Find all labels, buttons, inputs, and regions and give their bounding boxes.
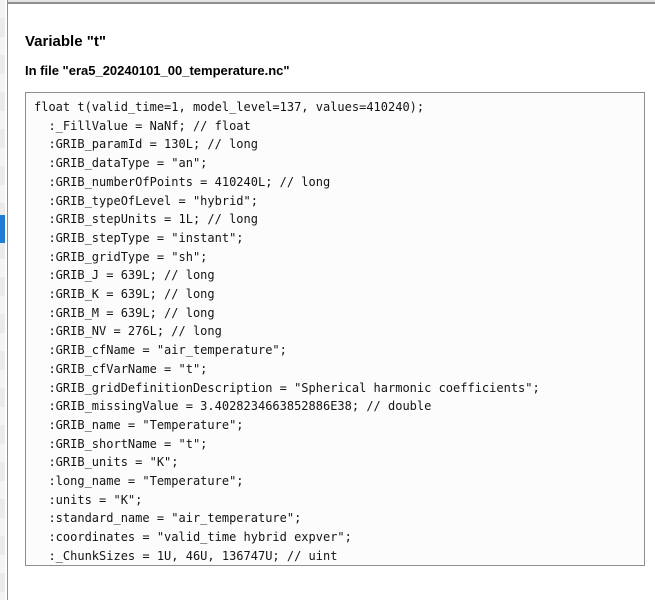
code-line: :_FillValue = NaNf; // float [34,118,251,133]
code-line: :units = "K"; [34,492,143,507]
code-line: :GRIB_stepUnits = 1L; // long [34,212,258,227]
top-frame-border [8,2,655,4]
top-frame-highlight [8,0,655,2]
left-scrollbar-track[interactable] [0,0,5,600]
code-line: :GRIB_shortName = "t"; [34,436,208,451]
code-line: :GRIB_units = "K"; [34,455,179,470]
code-line: :GRIB_dataType = "an"; [34,156,208,171]
code-line: float t(valid_time=1, model_level=137, v… [34,100,425,114]
code-line: :GRIB_name = "Temperature"; [34,417,244,432]
code-line: :GRIB_gridDefinitionDescription = "Spher… [34,380,540,395]
code-line: :GRIB_paramId = 130L; // long [34,137,258,152]
variable-metadata-codeblock: float t(valid_time=1, model_level=137, v… [25,92,645,566]
code-line: :GRIB_M = 639L; // long [34,305,215,320]
code-line: :GRIB_NV = 276L; // long [34,324,222,339]
code-line: :GRIB_missingValue = 3.4028234663852886E… [34,399,432,414]
code-line: :GRIB_K = 639L; // long [34,287,215,302]
left-frame-border [7,0,8,600]
code-line: :coordinates = "valid_time hybrid expver… [34,530,352,545]
file-subtitle: In file "era5_20240101_00_temperature.nc… [25,63,290,78]
code-line: :_ChunkSizes = 1U, 46U, 136747U; // uint [34,548,338,563]
variable-title: Variable "t" [25,33,106,50]
code-line: :GRIB_cfVarName = "t"; [34,361,208,376]
code-line: :GRIB_J = 639L; // long [34,268,215,283]
code-line: :GRIB_gridType = "sh"; [34,249,208,264]
code-line: :GRIB_numberOfPoints = 410240L; // long [34,174,331,189]
left-scrollbar-thumb[interactable] [0,215,5,243]
code-line: :standard_name = "air_temperature"; [34,511,302,526]
code-line: :long_name = "Temperature"; [34,474,244,489]
code-line: :GRIB_stepType = "instant"; [34,230,244,245]
code-line: :GRIB_typeOfLevel = "hybrid"; [34,193,258,208]
code-line: :GRIB_cfName = "air_temperature"; [34,343,287,358]
